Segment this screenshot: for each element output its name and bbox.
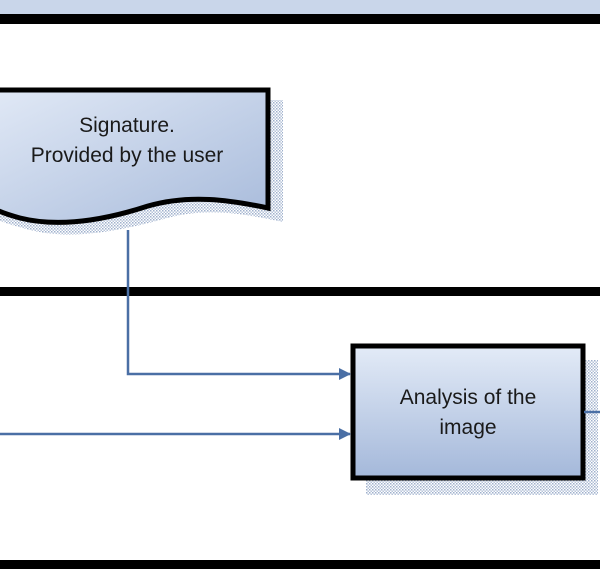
swimlane-middle-border <box>0 287 600 296</box>
swimlane-top-border <box>0 14 600 24</box>
top-strip <box>0 0 600 14</box>
analysis-box <box>350 343 586 481</box>
signature-label-line1: Signature. <box>79 114 175 137</box>
signature-to-analysis-connector <box>126 230 351 380</box>
signature-label-line2: Provided by the user <box>31 144 224 167</box>
swimlane-bottom-border <box>0 560 600 569</box>
signature-document-shape <box>0 87 271 225</box>
analysis-label-line1: Analysis of the <box>400 386 537 409</box>
analysis-label-line2: image <box>439 416 496 439</box>
